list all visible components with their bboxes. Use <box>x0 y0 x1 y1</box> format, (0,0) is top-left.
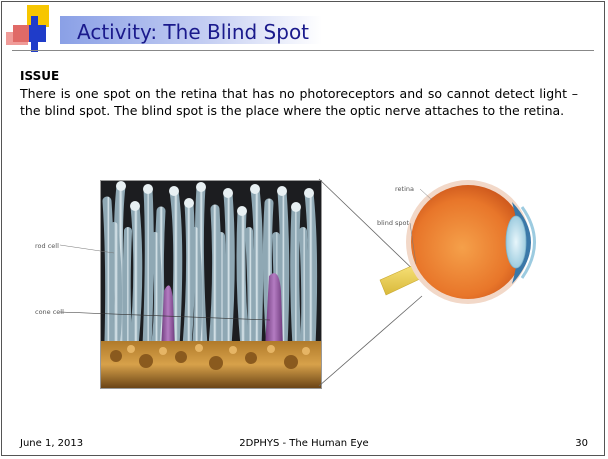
zoom-line-bottom <box>319 296 422 386</box>
footer-page-number: 30 <box>575 438 588 449</box>
rod-leader-line <box>60 245 114 253</box>
cone-cell-label: cone cell <box>35 308 64 316</box>
cone-leader-line <box>60 312 270 320</box>
retina-label: retina <box>395 185 414 193</box>
blind-spot-label: blind spot <box>377 219 409 227</box>
lens <box>506 216 526 268</box>
rod-cell-label: rod cell <box>35 242 59 250</box>
footer-title: 2DPHYS - The Human Eye <box>2 438 605 449</box>
